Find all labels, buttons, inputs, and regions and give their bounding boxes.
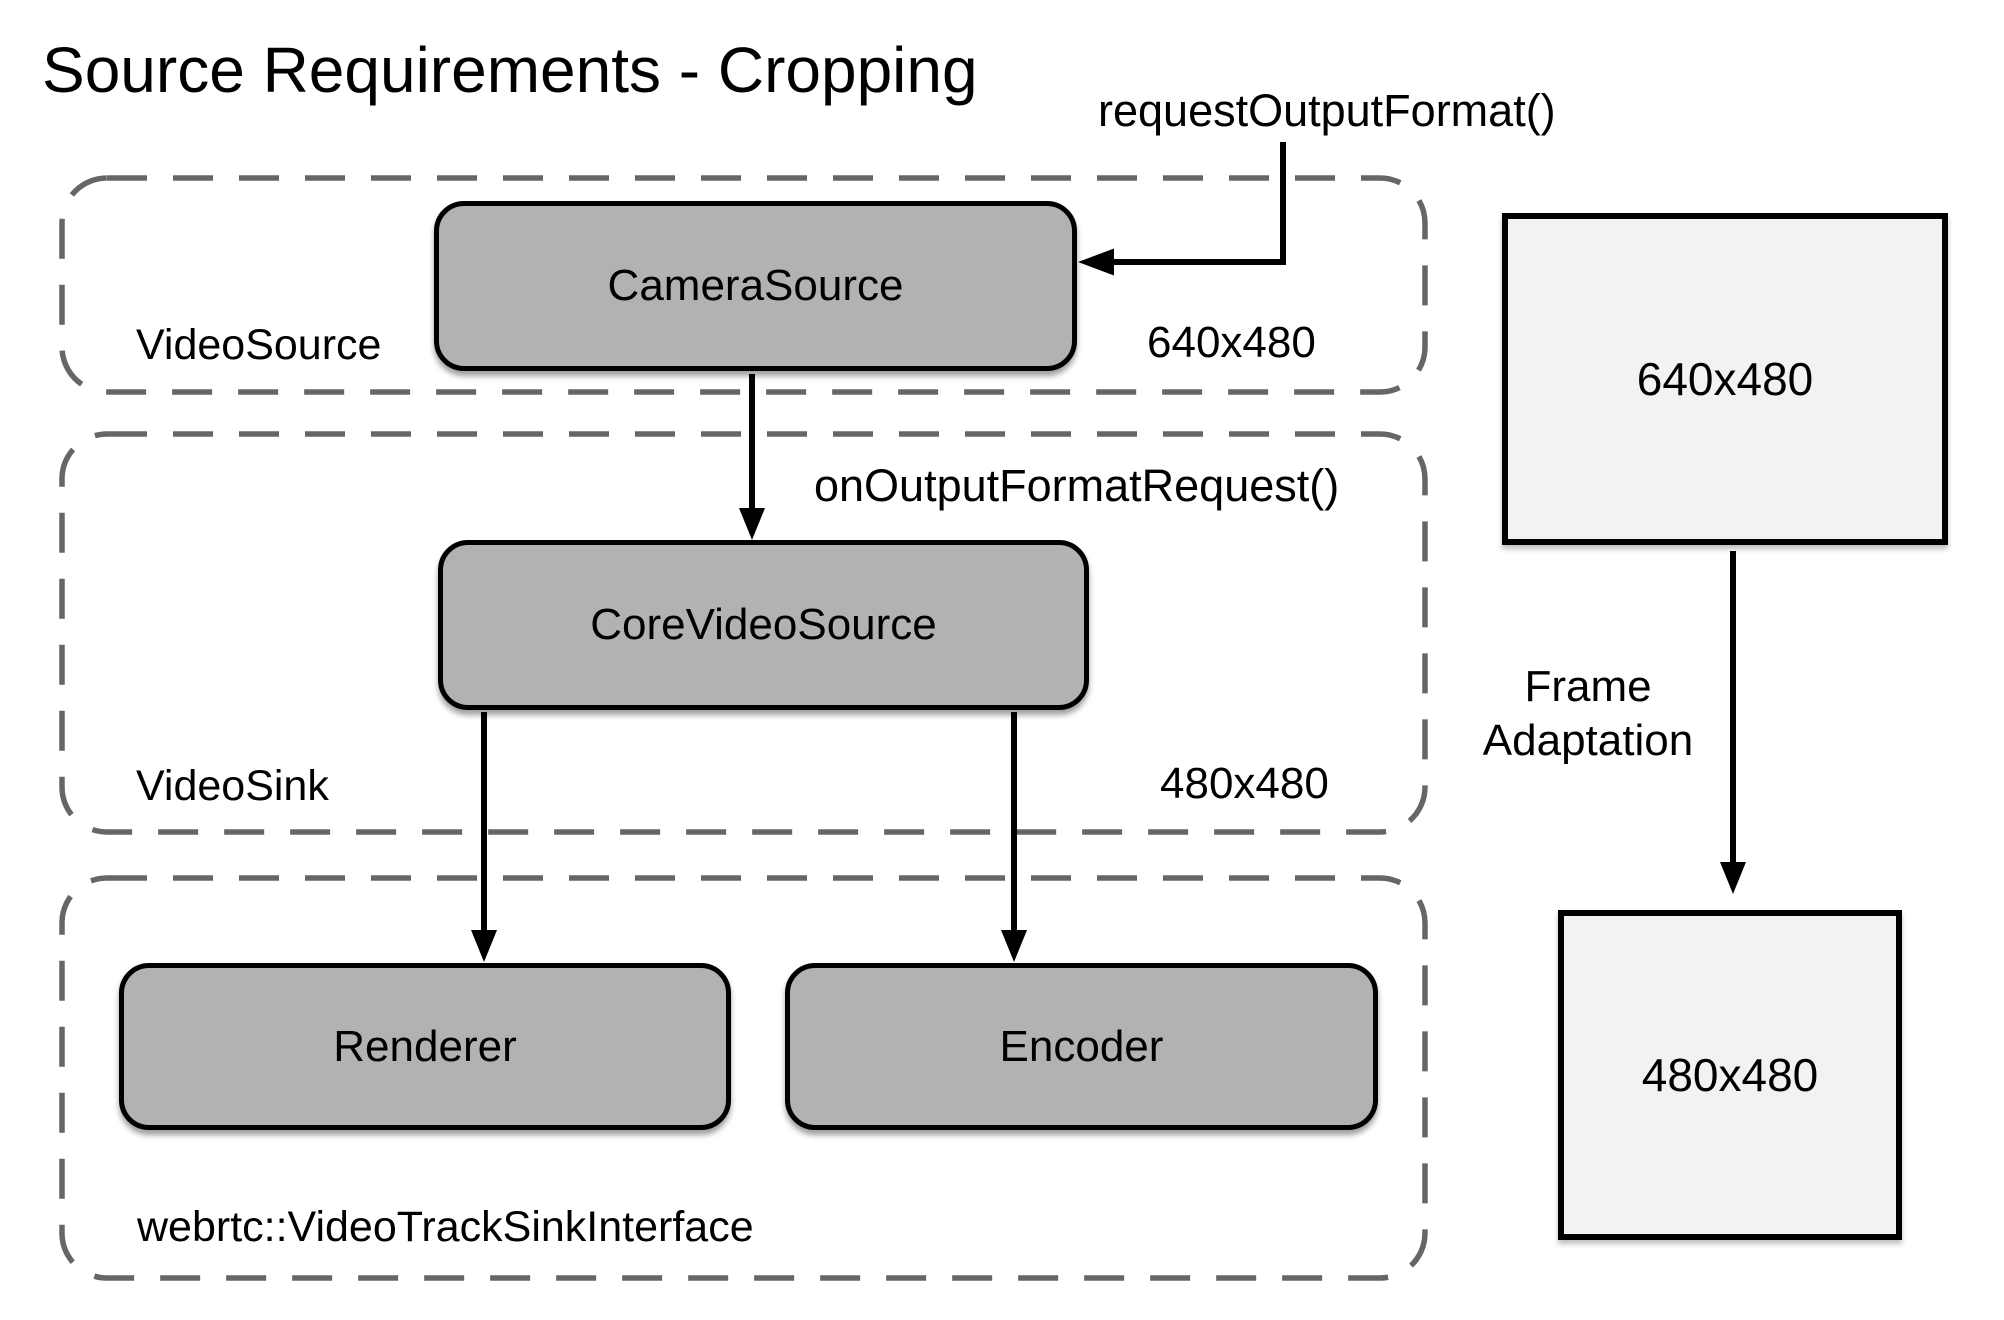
frame-640x480: 640x480 [1502, 213, 1948, 545]
arrowhead-frame-adaptation [1720, 862, 1746, 894]
node-renderer: Renderer [119, 963, 731, 1130]
node-encoder: Encoder [785, 963, 1378, 1130]
label-frame-adaptation-line2: Adaptation [1482, 715, 1694, 765]
label-request-output-format: requestOutputFormat() [1098, 85, 1556, 136]
node-camera-source: CameraSource [434, 201, 1077, 371]
arrowhead-core-to-renderer [471, 930, 497, 962]
group-label-videosource: VideoSource [136, 321, 382, 369]
group-label-webrtc-video-track-sink-interface: webrtc::VideoTrackSinkInterface [137, 1203, 754, 1251]
arrowhead-core-to-encoder [1001, 930, 1027, 962]
group-resolution-videosource: 640x480 [1147, 318, 1316, 367]
group-resolution-videosink: 480x480 [1160, 759, 1329, 808]
page-title: Source Requirements - Cropping [42, 34, 978, 106]
frame-480x480: 480x480 [1558, 910, 1902, 1240]
label-frame-adaptation: Frame Adaptation [1478, 660, 1698, 767]
label-on-output-format-request: onOutputFormatRequest() [814, 460, 1340, 511]
node-core-video-source: CoreVideoSource [438, 540, 1089, 710]
group-label-videosink: VideoSink [136, 762, 329, 810]
arrowhead-request-output-format [1078, 248, 1114, 276]
arrowhead-camera-to-core [739, 508, 765, 540]
arrow-request-output-format [1112, 142, 1286, 265]
label-frame-adaptation-line1: Frame [1524, 662, 1652, 711]
